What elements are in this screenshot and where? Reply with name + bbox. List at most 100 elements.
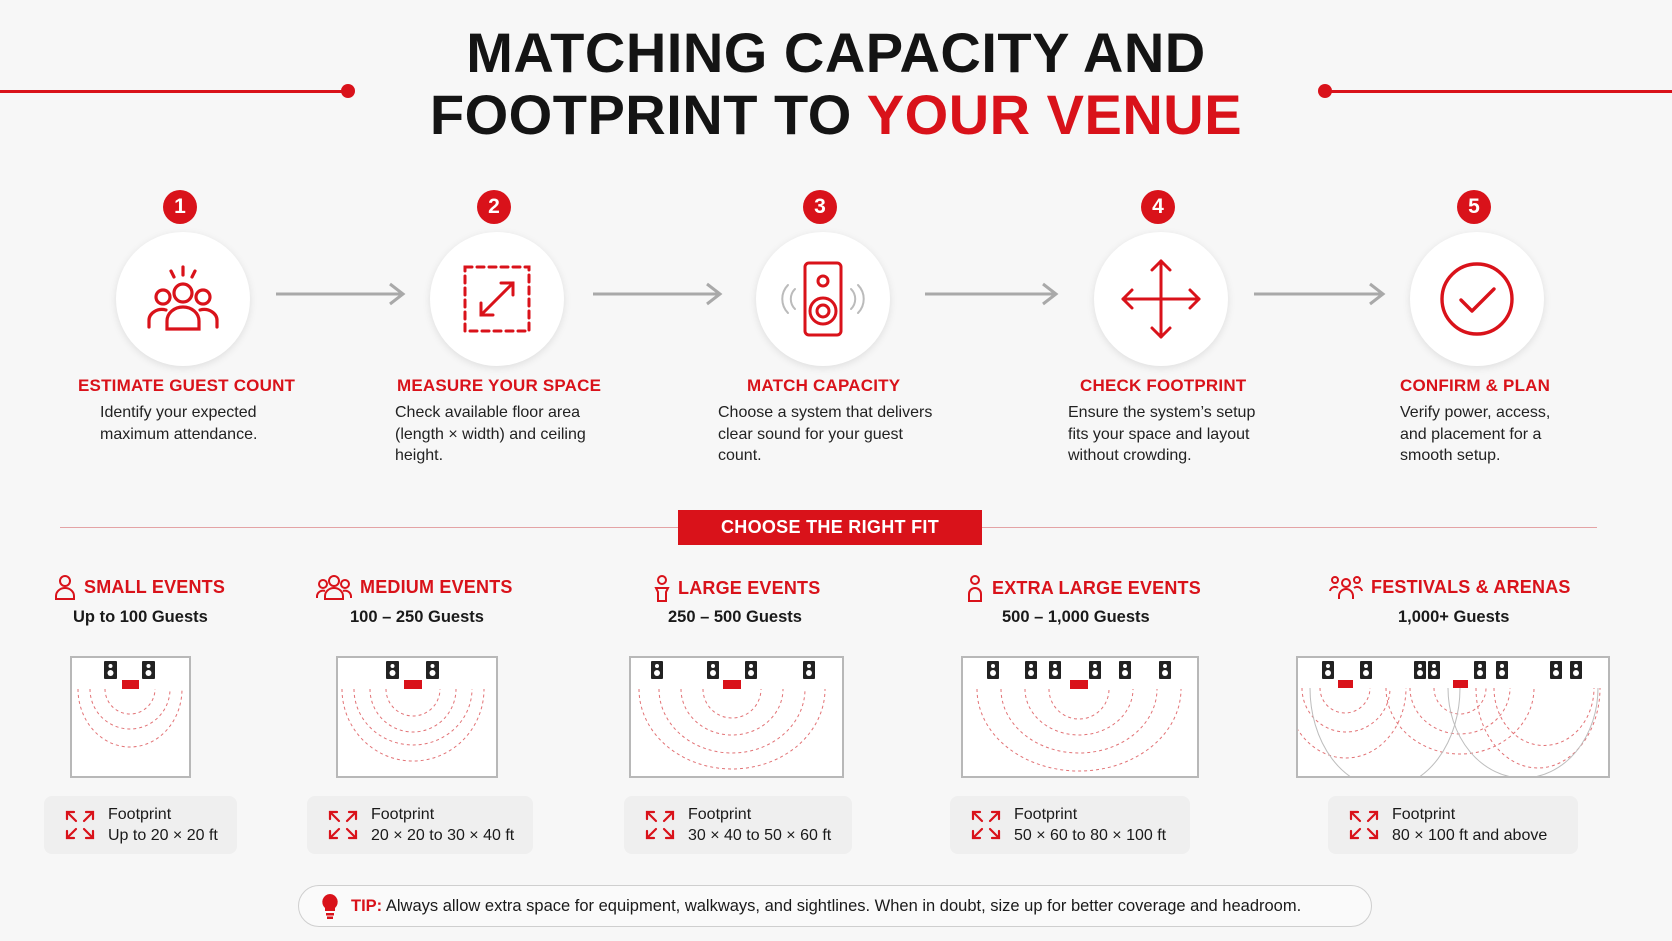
step-title-4: CHECK FOOTPRINT	[1080, 376, 1247, 395]
tier-festival-header: FESTIVALS & ARENAS	[1329, 574, 1571, 600]
step-arrow-2	[593, 282, 723, 306]
footprint-card-xl: Footprint 50 × 60 to 80 × 100 ft	[950, 796, 1190, 854]
person-icon	[968, 575, 982, 602]
step-desc-1-line-2: maximum attendance.	[100, 425, 258, 443]
tier-large-header: LARGE EVENTS	[654, 574, 820, 602]
page-title: MATCHING CAPACITY AND FOOTPRINT TO YOUR …	[0, 22, 1672, 146]
tip-body: Always allow extra space for equipment, …	[385, 896, 1302, 915]
footprint-value: Up to 20 × 20 ft	[108, 827, 218, 844]
venue-diagram-festival	[1296, 656, 1610, 778]
step-desc-2-line-2: (length × width) and ceiling	[395, 425, 586, 443]
step-title-3: MATCH CAPACITY	[747, 376, 901, 395]
tier-medium-title: MEDIUM EVENTS	[360, 576, 513, 597]
check-circle-icon	[1440, 262, 1514, 336]
tip-label: TIP:	[351, 896, 383, 915]
footprint-card-large: Footprint 30 × 40 to 50 × 60 ft	[624, 796, 852, 854]
expand-arrows-icon	[65, 810, 95, 840]
step-desc-2: Check available floor area (length × wid…	[395, 402, 586, 467]
step-desc-5-line-1: Verify power, access,	[1400, 404, 1551, 421]
footprint-value: 30 × 40 to 50 × 60 ft	[688, 827, 832, 844]
step-title-1: ESTIMATE GUEST COUNT	[78, 376, 296, 395]
venue-diagram-medium	[336, 656, 498, 778]
step-circle-2	[430, 232, 564, 366]
footprint-label: Footprint	[1392, 806, 1456, 823]
footprint-text-small: Footprint Up to 20 × 20 ft	[108, 804, 218, 846]
tier-xl-title: EXTRA LARGE EVENTS	[992, 577, 1201, 598]
footprint-label: Footprint	[1014, 806, 1078, 823]
title-line-2: FOOTPRINT TO YOUR VENUE	[0, 84, 1672, 146]
tip-text: TIP: Always allow extra space for equipm…	[351, 897, 1301, 916]
step-arrow-1	[276, 282, 406, 306]
title-line-2-a: FOOTPRINT TO	[429, 83, 867, 146]
step-desc-4-line-1: Ensure the system’s setup	[1068, 404, 1256, 421]
step-desc-4: Ensure the system’s setup fits your spac…	[1068, 402, 1255, 467]
tip-bar: TIP: Always allow extra space for equipm…	[298, 885, 1372, 927]
footprint-label: Footprint	[371, 806, 435, 823]
person-icon	[654, 575, 670, 602]
step-desc-3-line-3: count.	[718, 447, 762, 464]
step-desc-4-line-2: fits your space and layout	[1068, 425, 1250, 443]
footprint-value: 20 × 20 to 30 × 40 ft	[371, 827, 515, 844]
tier-festival-guests: 1,000+ Guests	[1398, 608, 1510, 626]
tier-small-guests: Up to 100 Guests	[73, 608, 208, 626]
step-desc-4-line-3: without crowding.	[1068, 447, 1192, 464]
people-group-icon	[147, 265, 219, 331]
step-number-1: 1	[163, 190, 197, 224]
step-number-4: 4	[1141, 190, 1175, 224]
step-desc-2-line-3: height.	[395, 447, 444, 464]
footprint-label: Footprint	[688, 806, 752, 823]
footprint-value: 50 × 60 to 80 × 100 ft	[1014, 827, 1167, 844]
measure-area-icon	[463, 265, 531, 333]
step-desc-3-line-1: Choose a system that delivers	[718, 404, 933, 421]
step-circle-5	[1410, 232, 1544, 366]
step-number-5: 5	[1457, 190, 1491, 224]
speaker-icon	[781, 261, 865, 337]
step-number-3: 3	[803, 190, 837, 224]
footprint-text-large: Footprint 30 × 40 to 50 × 60 ft	[688, 804, 831, 846]
expand-arrows-icon	[328, 810, 358, 840]
step-circle-1	[116, 232, 250, 366]
footprint-value: 80 × 100 ft and above	[1392, 827, 1548, 844]
people-icon	[316, 575, 352, 600]
title-line-2-highlight: YOUR VENUE	[866, 83, 1243, 146]
tier-xl-header: EXTRA LARGE EVENTS	[966, 574, 1201, 602]
footprint-text-medium: Footprint 20 × 20 to 30 × 40 ft	[371, 804, 514, 846]
tier-xl-guests: 500 – 1,000 Guests	[1002, 608, 1150, 626]
tier-small-header: SMALL EVENTS	[54, 574, 225, 600]
title-deco-dot-right	[1318, 84, 1332, 98]
step-number-2: 2	[477, 190, 511, 224]
footprint-label: Footprint	[108, 806, 172, 823]
step-desc-1-line-1: Identify your expected	[100, 404, 257, 421]
step-title-2: MEASURE YOUR SPACE	[397, 376, 602, 395]
step-circle-4	[1094, 232, 1228, 366]
step-title-5: CONFIRM & PLAN	[1400, 376, 1551, 395]
step-arrow-4	[1254, 282, 1386, 306]
footprint-card-small: Footprint Up to 20 × 20 ft	[44, 796, 237, 854]
crowd-icon	[1329, 576, 1363, 599]
step-circle-3	[756, 232, 890, 366]
title-deco-line-right	[1324, 90, 1672, 93]
venue-diagram-small	[70, 656, 191, 778]
section-divider-right	[982, 527, 1597, 528]
expand-arrows-icon	[1349, 810, 1379, 840]
step-desc-5-line-3: smooth setup.	[1400, 447, 1501, 464]
expand-arrows-icon	[645, 810, 675, 840]
title-deco-dot-left	[341, 84, 355, 98]
venue-diagram-large	[629, 656, 844, 778]
step-desc-5-line-2: and placement for a	[1400, 425, 1542, 443]
footprint-text-xl: Footprint 50 × 60 to 80 × 100 ft	[1014, 804, 1166, 846]
person-icon	[55, 575, 75, 600]
venue-diagram-xl	[961, 656, 1199, 778]
step-desc-1: Identify your expected maximum attendanc…	[100, 402, 257, 445]
step-desc-3-line-2: clear sound for your guest	[718, 425, 903, 443]
choose-fit-banner: CHOOSE THE RIGHT FIT	[678, 510, 982, 545]
tier-medium-header: MEDIUM EVENTS	[316, 574, 513, 600]
step-arrow-3	[925, 282, 1059, 306]
tier-large-guests: 250 – 500 Guests	[668, 608, 802, 626]
footprint-card-medium: Footprint 20 × 20 to 30 × 40 ft	[307, 796, 533, 854]
tier-small-title: SMALL EVENTS	[84, 576, 226, 597]
footprint-card-festival: Footprint 80 × 100 ft and above	[1328, 796, 1578, 854]
footprint-text-festival: Footprint 80 × 100 ft and above	[1392, 804, 1547, 846]
title-deco-line-left	[0, 90, 348, 93]
move-arrows-icon	[1121, 259, 1201, 339]
